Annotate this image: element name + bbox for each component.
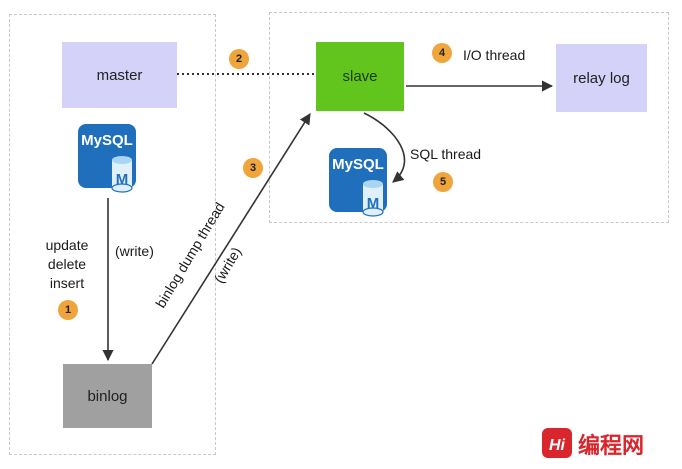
binlog-dump-arrow xyxy=(151,113,311,365)
master-mysql-icon: MySQL M xyxy=(78,124,136,193)
operation-delete: delete xyxy=(47,256,87,272)
watermark-logo: Hi 编程网 xyxy=(542,428,644,459)
step-5-badge: 5 xyxy=(433,172,453,192)
logo-mark-icon xyxy=(542,428,572,458)
logo-mark-text: Hi xyxy=(549,437,566,454)
master-mysql-brand: MySQL xyxy=(81,132,133,149)
logo-brand-text: 编程网 xyxy=(578,433,644,459)
step-1-badge: 1 xyxy=(58,300,78,320)
master-node: master xyxy=(62,42,177,108)
sql-thread-label: SQL thread xyxy=(410,146,482,162)
relay-log-label: relay log xyxy=(573,69,630,87)
step-2-badge: 2 xyxy=(229,49,249,69)
operations-list: update delete insert xyxy=(36,236,98,293)
relay-log-node: relay log xyxy=(556,44,647,112)
step-3-badge: 3 xyxy=(243,158,263,178)
slave-mysql-brand: MySQL xyxy=(332,156,384,173)
write-master-label: (write) xyxy=(115,243,154,259)
master-label: master xyxy=(96,66,143,84)
slave-server-region xyxy=(269,12,669,223)
step-4-badge: 4 xyxy=(432,43,452,63)
sql-thread-arrow xyxy=(363,112,406,183)
slave-node: slave xyxy=(316,42,404,111)
slave-mysql-letter: M xyxy=(367,195,380,212)
operation-update: update xyxy=(45,237,89,253)
io-thread-label: I/O thread xyxy=(463,47,526,63)
master-server-region xyxy=(9,14,216,455)
master-mysql-letter: M xyxy=(116,171,129,188)
slave-mysql-icon: MySQL M xyxy=(329,148,387,217)
binlog-label: binlog xyxy=(87,387,128,405)
operation-insert: insert xyxy=(49,275,85,291)
slave-label: slave xyxy=(342,68,378,85)
binlog-node: binlog xyxy=(63,364,152,428)
